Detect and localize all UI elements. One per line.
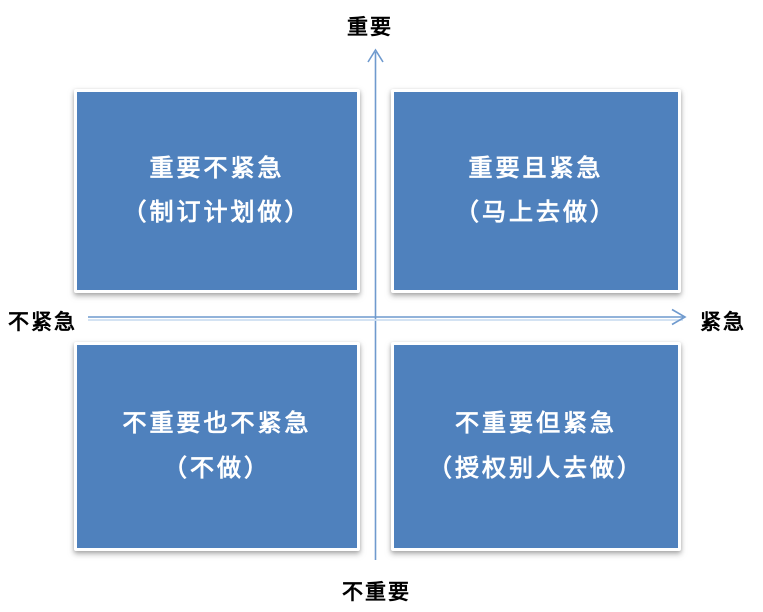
axis-label-not-urgent: 不紧急 (8, 311, 77, 334)
quadrant-action: （不做） (163, 454, 271, 482)
axis-label-important: 重要 (347, 16, 393, 39)
right-arrowhead-icon (671, 308, 687, 326)
quadrant-title: 不重要但紧急 (455, 410, 617, 438)
quadrant-not-important-urgent: 不重要但紧急 （授权别人去做） (391, 342, 681, 551)
up-arrowhead-icon (367, 48, 384, 63)
quadrant-title: 重要且紧急 (468, 154, 604, 182)
quadrant-important-urgent: 重要且紧急 （马上去做） (391, 89, 681, 293)
quadrant-action: （马上去做） (455, 199, 617, 226)
quadrant-action: （制订计划做） (122, 199, 312, 226)
quadrant-important-not-urgent: 重要不紧急 （制订计划做） (74, 89, 360, 293)
quadrant-not-important-not-urgent: 不重要也不紧急 （不做） (74, 342, 360, 551)
quadrant-title: 重要不紧急 (149, 154, 285, 182)
quadrant-action: （授权别人去做） (428, 454, 644, 482)
quadrant-title: 不重要也不紧急 (122, 410, 312, 438)
axis-label-not-important: 不重要 (342, 581, 411, 604)
axis-label-urgent: 紧急 (700, 311, 746, 334)
